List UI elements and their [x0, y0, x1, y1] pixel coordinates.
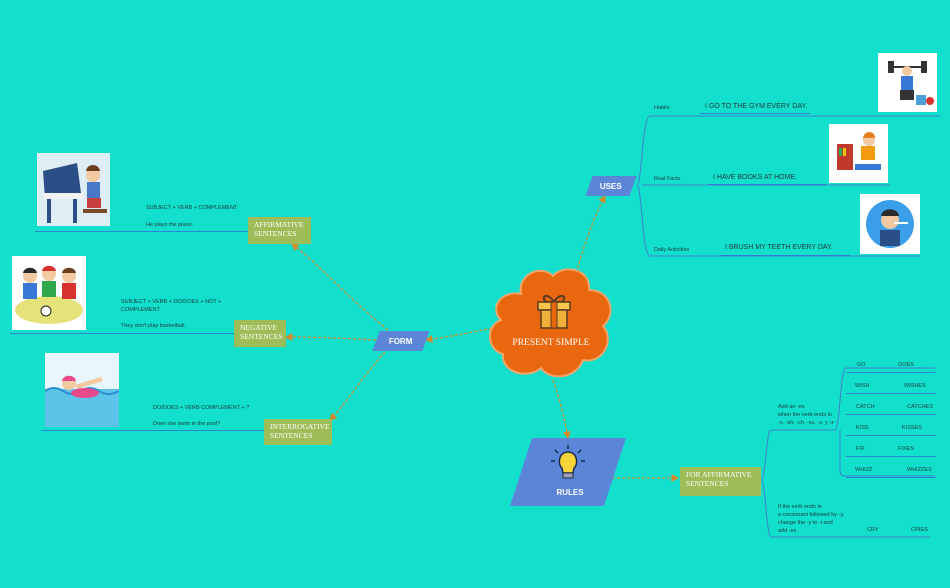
connector-to-negative	[284, 333, 377, 341]
ies-rule-line3: change the -y to -i and	[778, 520, 833, 526]
uses-daily-example: I BRUSH MY TEETH EVERY DAY.	[725, 244, 833, 251]
rules-affirmative-node[interactable]: FOR AFFIRMATIVE SENTENCES	[680, 467, 761, 496]
uses-habits-example: I GO TO THE GYM EVERY DAY.	[705, 103, 808, 110]
verb-row-underline	[846, 414, 936, 415]
uses-habits-category: Habits	[654, 105, 670, 111]
interrogative-example: Does she swim in the pool?	[153, 421, 221, 427]
verb-third-person: FIXES	[898, 446, 914, 452]
interrogative-sentences-node[interactable]: INTERROGATIVE SENTENCES	[264, 419, 332, 445]
verb-row-underline	[846, 435, 936, 436]
negative-structure-line2: COMPLEMENT	[121, 307, 160, 313]
affirmative-structure: SUBJECT + VERB + COMPLEMENT	[146, 205, 238, 211]
ies-rule-line1: If the verb ends in	[778, 504, 822, 510]
uses-daily-underline	[720, 255, 850, 256]
verb-third-person: CATCHES	[907, 404, 933, 410]
ies-verb-third-person: CRIES	[911, 527, 928, 533]
ies-rule-line2: a consonant followed by -y,	[778, 512, 845, 518]
rules-label: RULES	[556, 488, 584, 497]
connector-to-rules	[552, 379, 571, 440]
negative-underline	[10, 333, 234, 334]
reading-image	[829, 124, 888, 183]
affirmative-sentences-node[interactable]: AFFIRMATIVE SENTENCES	[248, 217, 311, 244]
verb-third-person: WISHES	[904, 383, 926, 389]
uses-realfacts-underline	[708, 184, 826, 185]
verb-base: CATCH	[856, 404, 875, 410]
rules-affirmative-label: FOR AFFIRMATIVE SENTENCES	[686, 470, 752, 488]
negative-example: They don't play basketball.	[121, 323, 186, 329]
affirmative-label: AFFIRMATIVE SENTENCES	[254, 220, 304, 238]
verb-row-underline	[846, 456, 936, 457]
verb-base: WISH	[855, 383, 870, 389]
uses-realfacts-example: I HAVE BOOKS AT HOME.	[713, 174, 798, 181]
uses-node[interactable]: USES	[585, 176, 637, 196]
verb-third-person: WHIZZES	[907, 467, 932, 473]
connector-to-form	[424, 327, 493, 343]
es-rule-line1: Add an -es	[778, 404, 805, 410]
negative-sentences-node[interactable]: NEGATIVE SENTENCES	[234, 320, 286, 347]
affirmative-example: He plays the piano.	[146, 222, 194, 228]
central-node[interactable]: PRESENT SIMPLE	[487, 264, 615, 382]
boy-piano-image	[37, 153, 110, 226]
verb-base: FIX	[856, 446, 865, 452]
verb-base: WHIZZ	[855, 467, 873, 473]
kids-soccer-image	[12, 256, 86, 330]
brushing-teeth-image	[860, 194, 920, 254]
girl-swimming-image	[44, 353, 120, 427]
ies-rule-line4: add -es	[778, 528, 797, 534]
lightbulb-icon	[550, 444, 586, 482]
verb-row-underline	[846, 393, 936, 394]
es-rule-line2: when the verb ends in	[778, 412, 832, 418]
negative-structure-line1: SUBJECT + VERB + DO/DOES + NOT +	[121, 299, 222, 305]
ies-verb-base: CRY	[867, 527, 879, 533]
interrogative-structure: DO/DOES + VERB COMPLEMENT + ?	[153, 405, 250, 411]
interrogative-underline	[42, 430, 264, 431]
rules-node[interactable]: RULES	[510, 438, 626, 506]
connector-to-uses	[574, 194, 606, 279]
connector-to-affirmative	[290, 243, 389, 331]
verb-row-underline	[846, 372, 936, 373]
interrogative-label: INTERROGATIVE SENTENCES	[270, 422, 330, 440]
central-title: PRESENT SIMPLE	[512, 338, 590, 348]
affirmative-underline	[35, 231, 248, 232]
verb-row-underline	[846, 477, 936, 478]
verb-third-person: GOES	[898, 362, 914, 368]
gym-image	[878, 53, 937, 112]
uses-bracket	[636, 115, 940, 257]
uses-daily-category: Daily Activities	[654, 247, 690, 253]
gift-icon	[536, 292, 572, 330]
form-node[interactable]: FORM	[372, 331, 430, 351]
uses-realfacts-category: Real Facts	[654, 176, 681, 182]
es-bracket	[834, 367, 935, 477]
form-label: FORM	[389, 336, 413, 346]
rules-bracket	[760, 429, 930, 538]
verb-third-person: KISSES	[902, 425, 922, 431]
connector-to-interrogative	[329, 351, 386, 421]
negative-label: NEGATIVE SENTENCES	[240, 323, 283, 341]
verb-base: GO	[857, 362, 866, 368]
uses-habits-underline	[700, 113, 810, 114]
es-rule-line3: -s, -sh, -ch, -ss, -x, y -z	[778, 420, 834, 426]
uses-label: USES	[600, 181, 622, 191]
verb-base: KISS	[856, 425, 869, 431]
